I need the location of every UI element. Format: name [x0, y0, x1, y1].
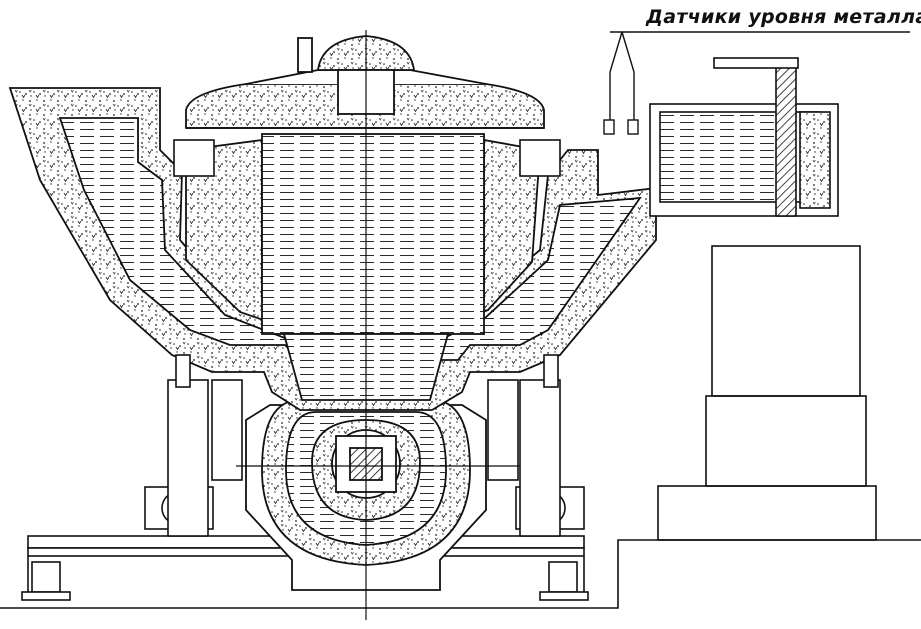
crucible-lid [185, 35, 545, 129]
level-sensors [603, 31, 910, 135]
center-axis [236, 30, 520, 620]
molten-metal-bath [261, 133, 485, 335]
foundation [0, 245, 921, 609]
crucible-lining [8, 87, 657, 411]
launder [649, 57, 839, 217]
callout-level-sensors: Датчики уровня металла [646, 6, 921, 28]
